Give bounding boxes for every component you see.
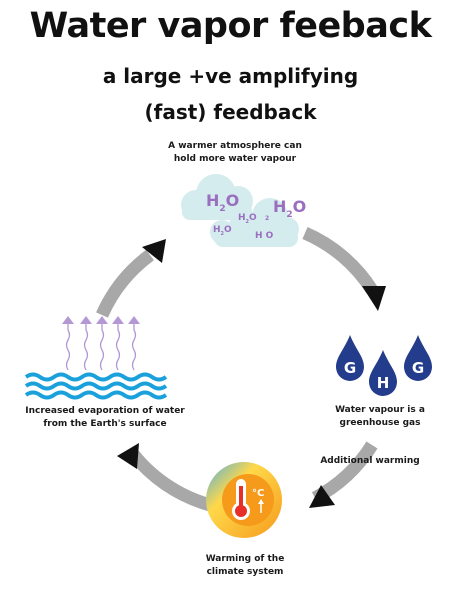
molecule-subscript: 2 — [265, 215, 269, 222]
subtitle-line-1: a large +ve amplifying — [102, 64, 359, 88]
warming-thermometer-icon: °C — [206, 462, 282, 538]
drop-label-2: H — [377, 374, 390, 392]
drop-icon-2 — [369, 350, 397, 396]
molecule-small-1: H2O — [238, 213, 257, 225]
arc-bottom-left — [124, 446, 212, 512]
drop-label-1: G — [344, 359, 356, 377]
page-title: Water vapor feeback — [29, 6, 432, 46]
caption-additional-warming: Additional warming — [320, 456, 420, 466]
drop-label-3: G — [412, 359, 424, 377]
arrow-head-bottom-right — [309, 485, 335, 508]
arrow-head-top-left — [142, 239, 166, 263]
caption-greenhouse-gas: Water vapour is a greenhouse gas — [335, 405, 425, 428]
water-surface-icon — [24, 372, 168, 400]
greenhouse-gas-drops: G H G — [336, 335, 432, 396]
molecule-big-1: H2O — [206, 191, 239, 214]
subtitle: a large +ve amplifying (fast) feedback — [0, 58, 461, 130]
evaporation-vapor — [65, 318, 137, 371]
cloud-icon — [181, 174, 299, 247]
caption-warmer-atmosphere: A warmer atmosphere can hold more water … — [168, 141, 302, 164]
caption-warming-climate: Warming of the climate system — [205, 554, 285, 577]
caption-evaporation: Increased evaporation of water from the … — [25, 406, 185, 429]
molecule-small-2: H2O — [213, 225, 232, 237]
drop-icon-1 — [336, 335, 364, 381]
water-molecules: H2O H2O H2O H2O 2 H O — [206, 191, 306, 241]
molecule-big-2: H2O — [273, 197, 306, 220]
thermometer-unit: °C — [252, 488, 264, 499]
subtitle-line-2: (fast) feedback — [144, 100, 317, 124]
arrow-head-right — [362, 286, 386, 311]
vapor-arrow-heads — [62, 316, 140, 324]
arc-top-right — [302, 227, 378, 294]
drop-icon-3 — [404, 335, 432, 381]
arc-top-left — [96, 249, 154, 318]
arrow-heads — [117, 239, 386, 508]
arrow-head-bottom-left — [117, 443, 139, 469]
molecule-small-4: H O — [255, 231, 274, 241]
